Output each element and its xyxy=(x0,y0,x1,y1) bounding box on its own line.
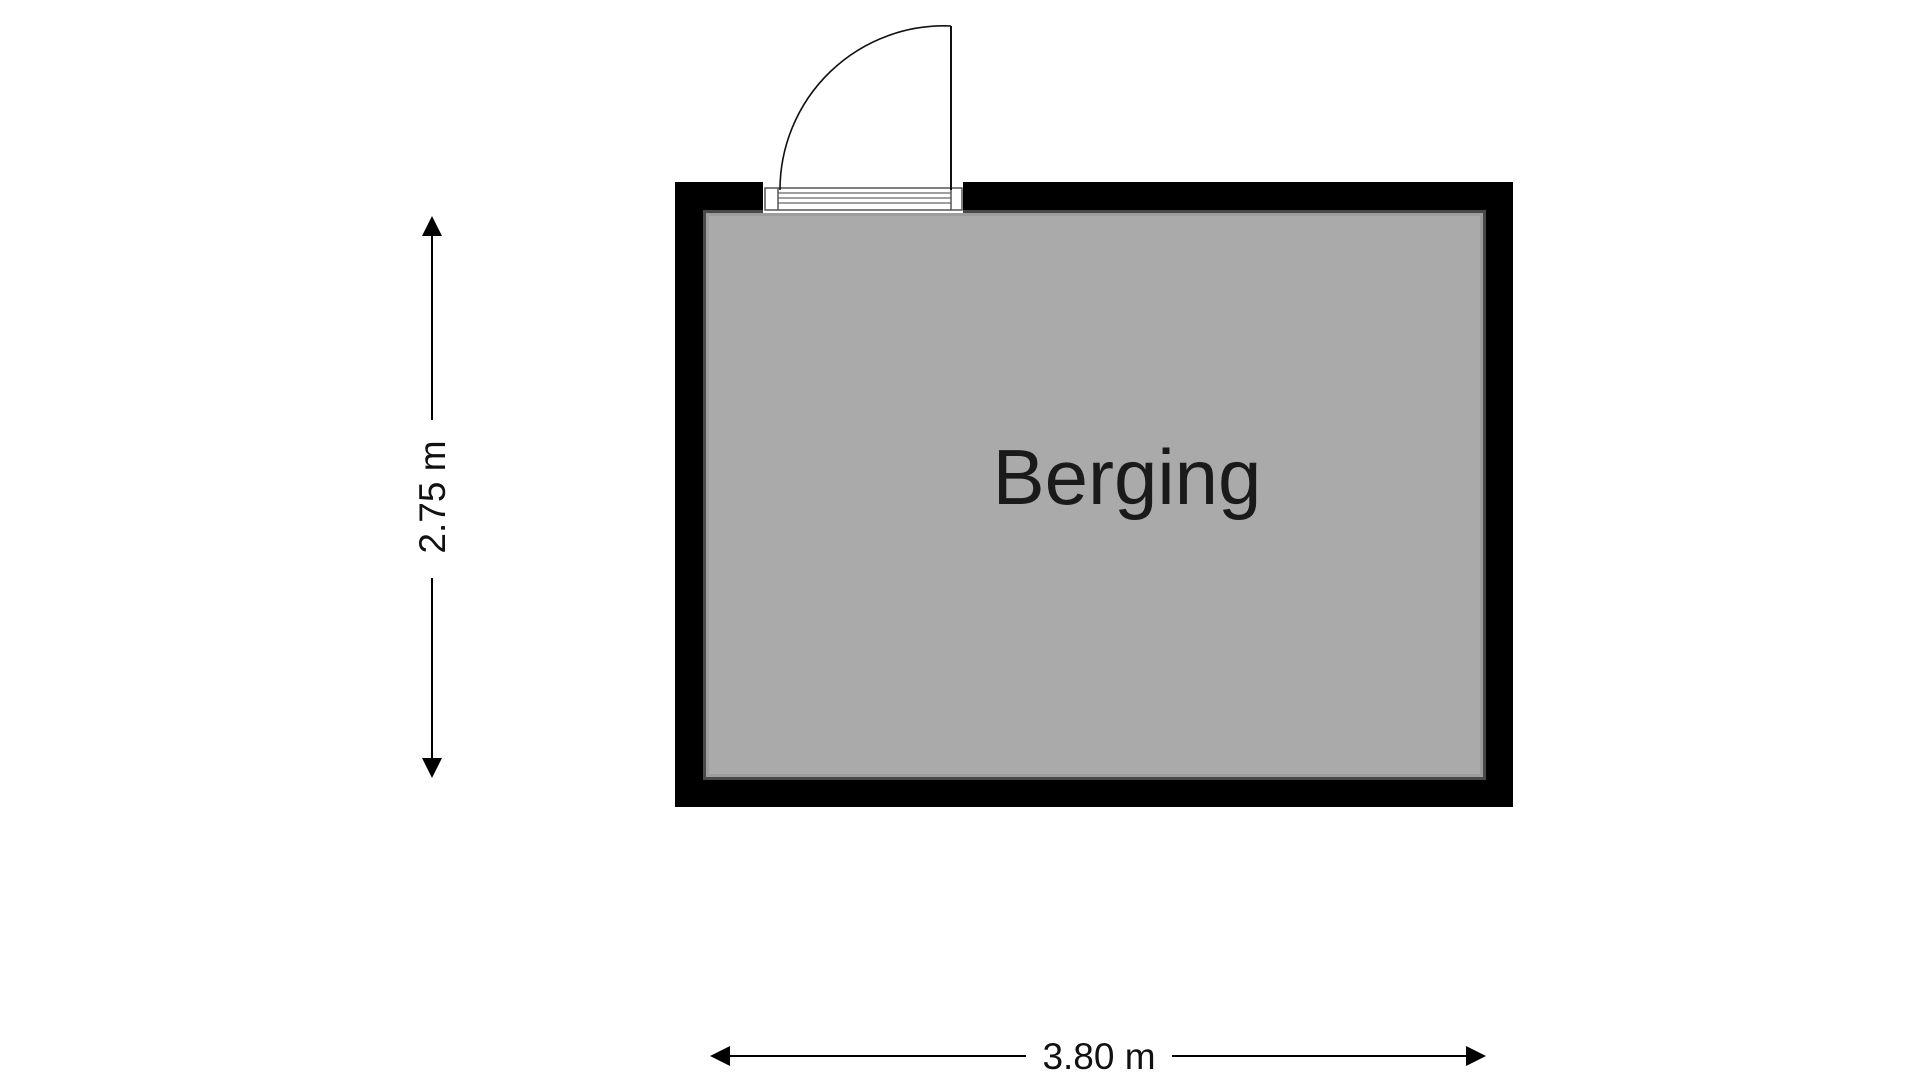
width-dimension: 3.80 m xyxy=(710,1036,1486,1077)
room-label: Berging xyxy=(993,433,1262,521)
height-dimension: 2.75 m xyxy=(412,216,453,778)
door-frame xyxy=(764,187,963,211)
floor-edge-shading xyxy=(703,210,1486,780)
door xyxy=(763,25,963,213)
room-floor xyxy=(706,213,1483,777)
door-swing-icon xyxy=(779,25,952,191)
height-dimension-label: 2.75 m xyxy=(412,440,453,553)
width-dimension-label: 3.80 m xyxy=(1042,1036,1155,1077)
